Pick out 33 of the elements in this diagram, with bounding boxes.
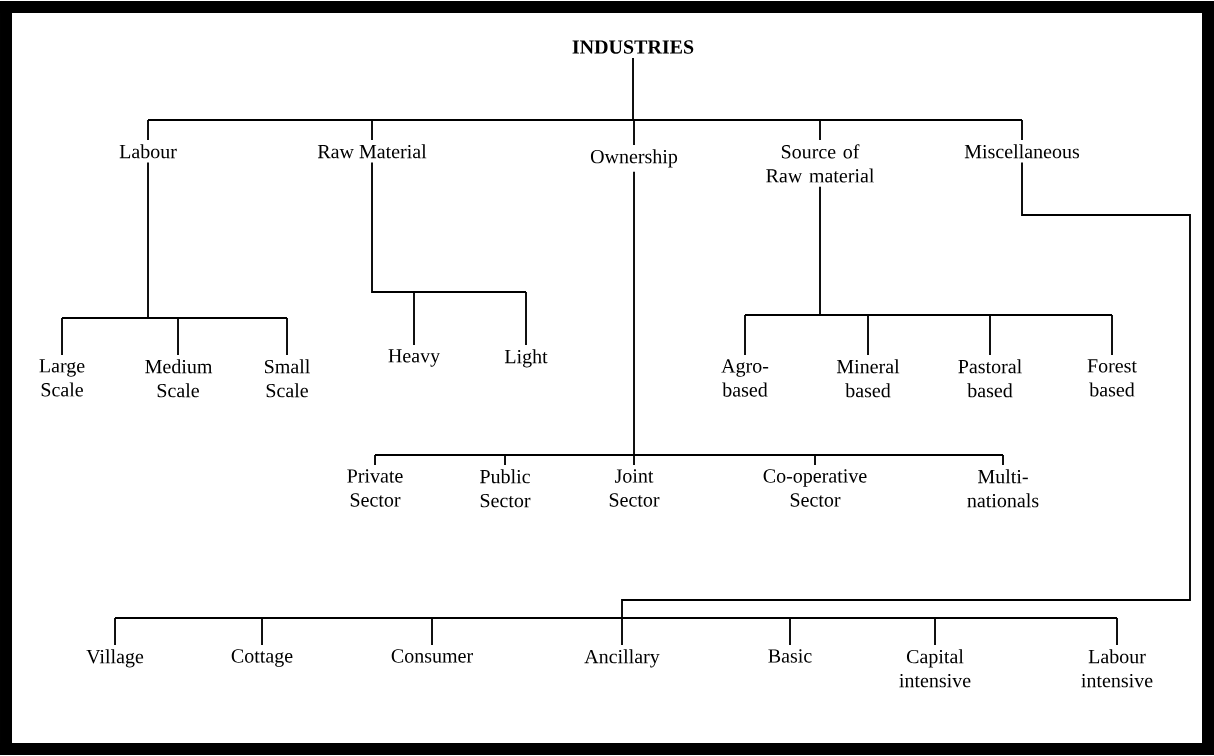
category-label: Light	[504, 349, 548, 368]
category-label: Ownership	[590, 149, 678, 168]
category-label: Joint Sector	[609, 469, 660, 507]
category-label: Source of Raw material	[766, 144, 875, 183]
category-label: Pastoral based	[958, 359, 1022, 398]
category-label: Labour intensive	[1081, 649, 1153, 688]
category-label: Small Scale	[265, 359, 310, 398]
category-label: Cottage	[231, 649, 293, 667]
connector-line	[61, 161, 288, 356]
category-label: Basic	[768, 649, 812, 663]
category-label: Public Sector	[480, 469, 531, 508]
category-label: Capital intensive	[899, 649, 971, 688]
connector-line	[147, 57, 1023, 146]
category-label: Labour	[119, 144, 177, 159]
category-label: Co-operative Sector	[763, 469, 867, 507]
category-label: Consumer	[391, 649, 473, 663]
connector-line	[371, 161, 527, 346]
category-label: Mineral based	[836, 359, 900, 398]
connector-line	[744, 185, 1113, 356]
connector-line	[114, 161, 1191, 646]
category-label: Private Sector	[347, 469, 403, 507]
category-label: Ancillary	[584, 649, 660, 668]
category-label: Large Scale	[39, 359, 85, 397]
category-label: Heavy	[388, 349, 440, 367]
connector-line	[374, 170, 1004, 466]
category-label: Agro- based	[721, 359, 769, 397]
category-label: Raw Material	[317, 144, 427, 159]
category-label: Village	[86, 649, 144, 668]
category-label: Miscellaneous	[964, 144, 1080, 159]
category-label: Multi- nationals	[967, 469, 1039, 508]
category-label: Medium Scale	[145, 359, 213, 398]
title-text: INDUSTRIES	[572, 40, 694, 54]
category-label: Forest based	[1087, 359, 1137, 397]
